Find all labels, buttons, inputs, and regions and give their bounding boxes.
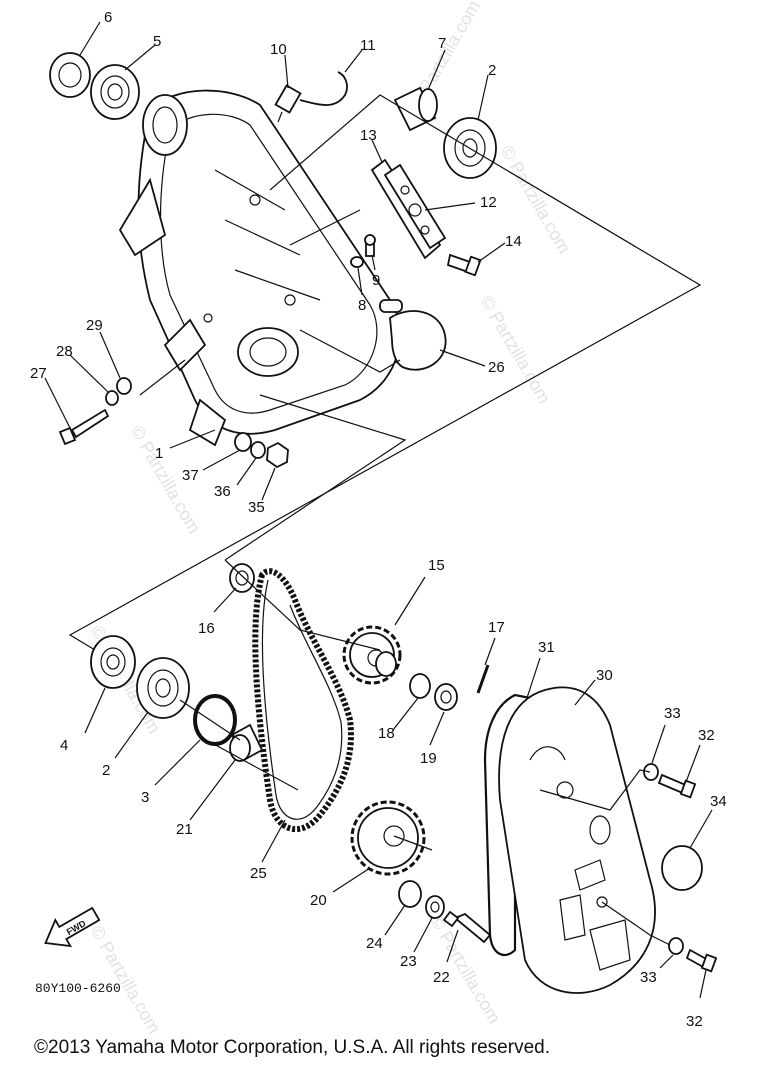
bearing-2-lower [136, 657, 190, 719]
part-label: 30 [596, 667, 613, 684]
watermark: © Partzilla.com [477, 292, 555, 407]
bushing-21 [229, 723, 264, 762]
part-label: 14 [505, 233, 522, 250]
washer-23 [425, 895, 445, 919]
part-label: 1 [155, 445, 163, 462]
sensor-10 [274, 84, 302, 123]
part-label: 9 [372, 272, 380, 289]
part-label: 7 [438, 35, 446, 52]
bearing-5 [90, 64, 140, 120]
part-label: 22 [433, 969, 450, 986]
part-label: 19 [420, 750, 437, 767]
part-label: 11 [360, 37, 376, 54]
part-label: 33 [640, 969, 657, 986]
bolt-14 [446, 253, 482, 277]
cable-11 [299, 71, 348, 106]
washer-37 [234, 432, 252, 452]
part-label: 34 [710, 793, 727, 810]
collar-19 [434, 683, 458, 711]
part-labels: 6 5 10 11 7 2 13 12 14 9 8 26 29 28 27 1… [30, 9, 727, 1030]
part-label: 18 [378, 725, 395, 742]
washer-36 [250, 441, 266, 459]
leader-lines-lower [84, 559, 713, 999]
part-label: 35 [248, 499, 265, 516]
part-label: 29 [86, 317, 103, 334]
bolt-32-upper [657, 773, 697, 799]
bolt-27 [58, 408, 110, 446]
part-label: 17 [488, 619, 505, 636]
part-label: 10 [270, 41, 287, 58]
part-label: 15 [428, 557, 445, 574]
chain-25 [252, 568, 354, 833]
part-label: 6 [104, 9, 112, 26]
part-label: 12 [480, 194, 497, 211]
part-label: 24 [366, 935, 383, 952]
part-label: 16 [198, 620, 215, 637]
nut-35 [266, 441, 289, 469]
part-label: 4 [60, 737, 68, 754]
assembly-lines [68, 94, 702, 651]
bearing-6 [49, 52, 91, 98]
part-label: 27 [30, 365, 47, 382]
adjuster-plate-13 [370, 158, 447, 260]
part-label: 21 [176, 821, 193, 838]
part-label: 3 [141, 789, 149, 806]
washer-33-upper [643, 763, 659, 781]
part-label: 33 [664, 705, 681, 722]
watermark: © Partzilla.com [87, 922, 165, 1037]
part-label: 28 [56, 343, 73, 360]
part-label: 23 [400, 953, 417, 970]
part-label: 32 [686, 1013, 703, 1030]
washer-24 [398, 880, 422, 908]
tensioner-26 [379, 299, 447, 371]
washer-18 [409, 673, 431, 699]
part-label: 36 [214, 483, 231, 500]
part-label: 37 [182, 467, 199, 484]
part-label: 2 [488, 62, 496, 79]
snap-ring-3 [193, 694, 237, 746]
washer-33-lower [668, 937, 684, 955]
part-label: 2 [102, 762, 110, 779]
diagram-code: 80Y100-6260 [35, 981, 121, 996]
pin-17 [476, 664, 490, 694]
bolt-9 [364, 234, 376, 257]
cap-34 [661, 845, 703, 891]
part-label: 26 [488, 359, 505, 376]
sprocket-20 [350, 800, 433, 876]
washer-8 [350, 256, 364, 268]
part-label: 20 [310, 892, 327, 909]
bolt-32-lower [685, 948, 718, 973]
washer-28 [105, 390, 119, 406]
cover-30 [498, 686, 656, 994]
part-label: 13 [360, 127, 377, 144]
part-label: 32 [698, 727, 715, 744]
sprocket-15 [342, 625, 402, 685]
bearing-4 [90, 635, 136, 689]
washer-29 [116, 377, 132, 395]
part-label: 5 [153, 33, 161, 50]
bushing-7 [393, 86, 438, 132]
copyright-notice: ©2013 Yamaha Motor Corporation, U.S.A. A… [34, 1037, 550, 1058]
part-label: 8 [358, 297, 366, 314]
leader-lines-upper [44, 21, 506, 501]
part-label: 25 [250, 865, 267, 882]
part-label: 31 [538, 639, 555, 656]
